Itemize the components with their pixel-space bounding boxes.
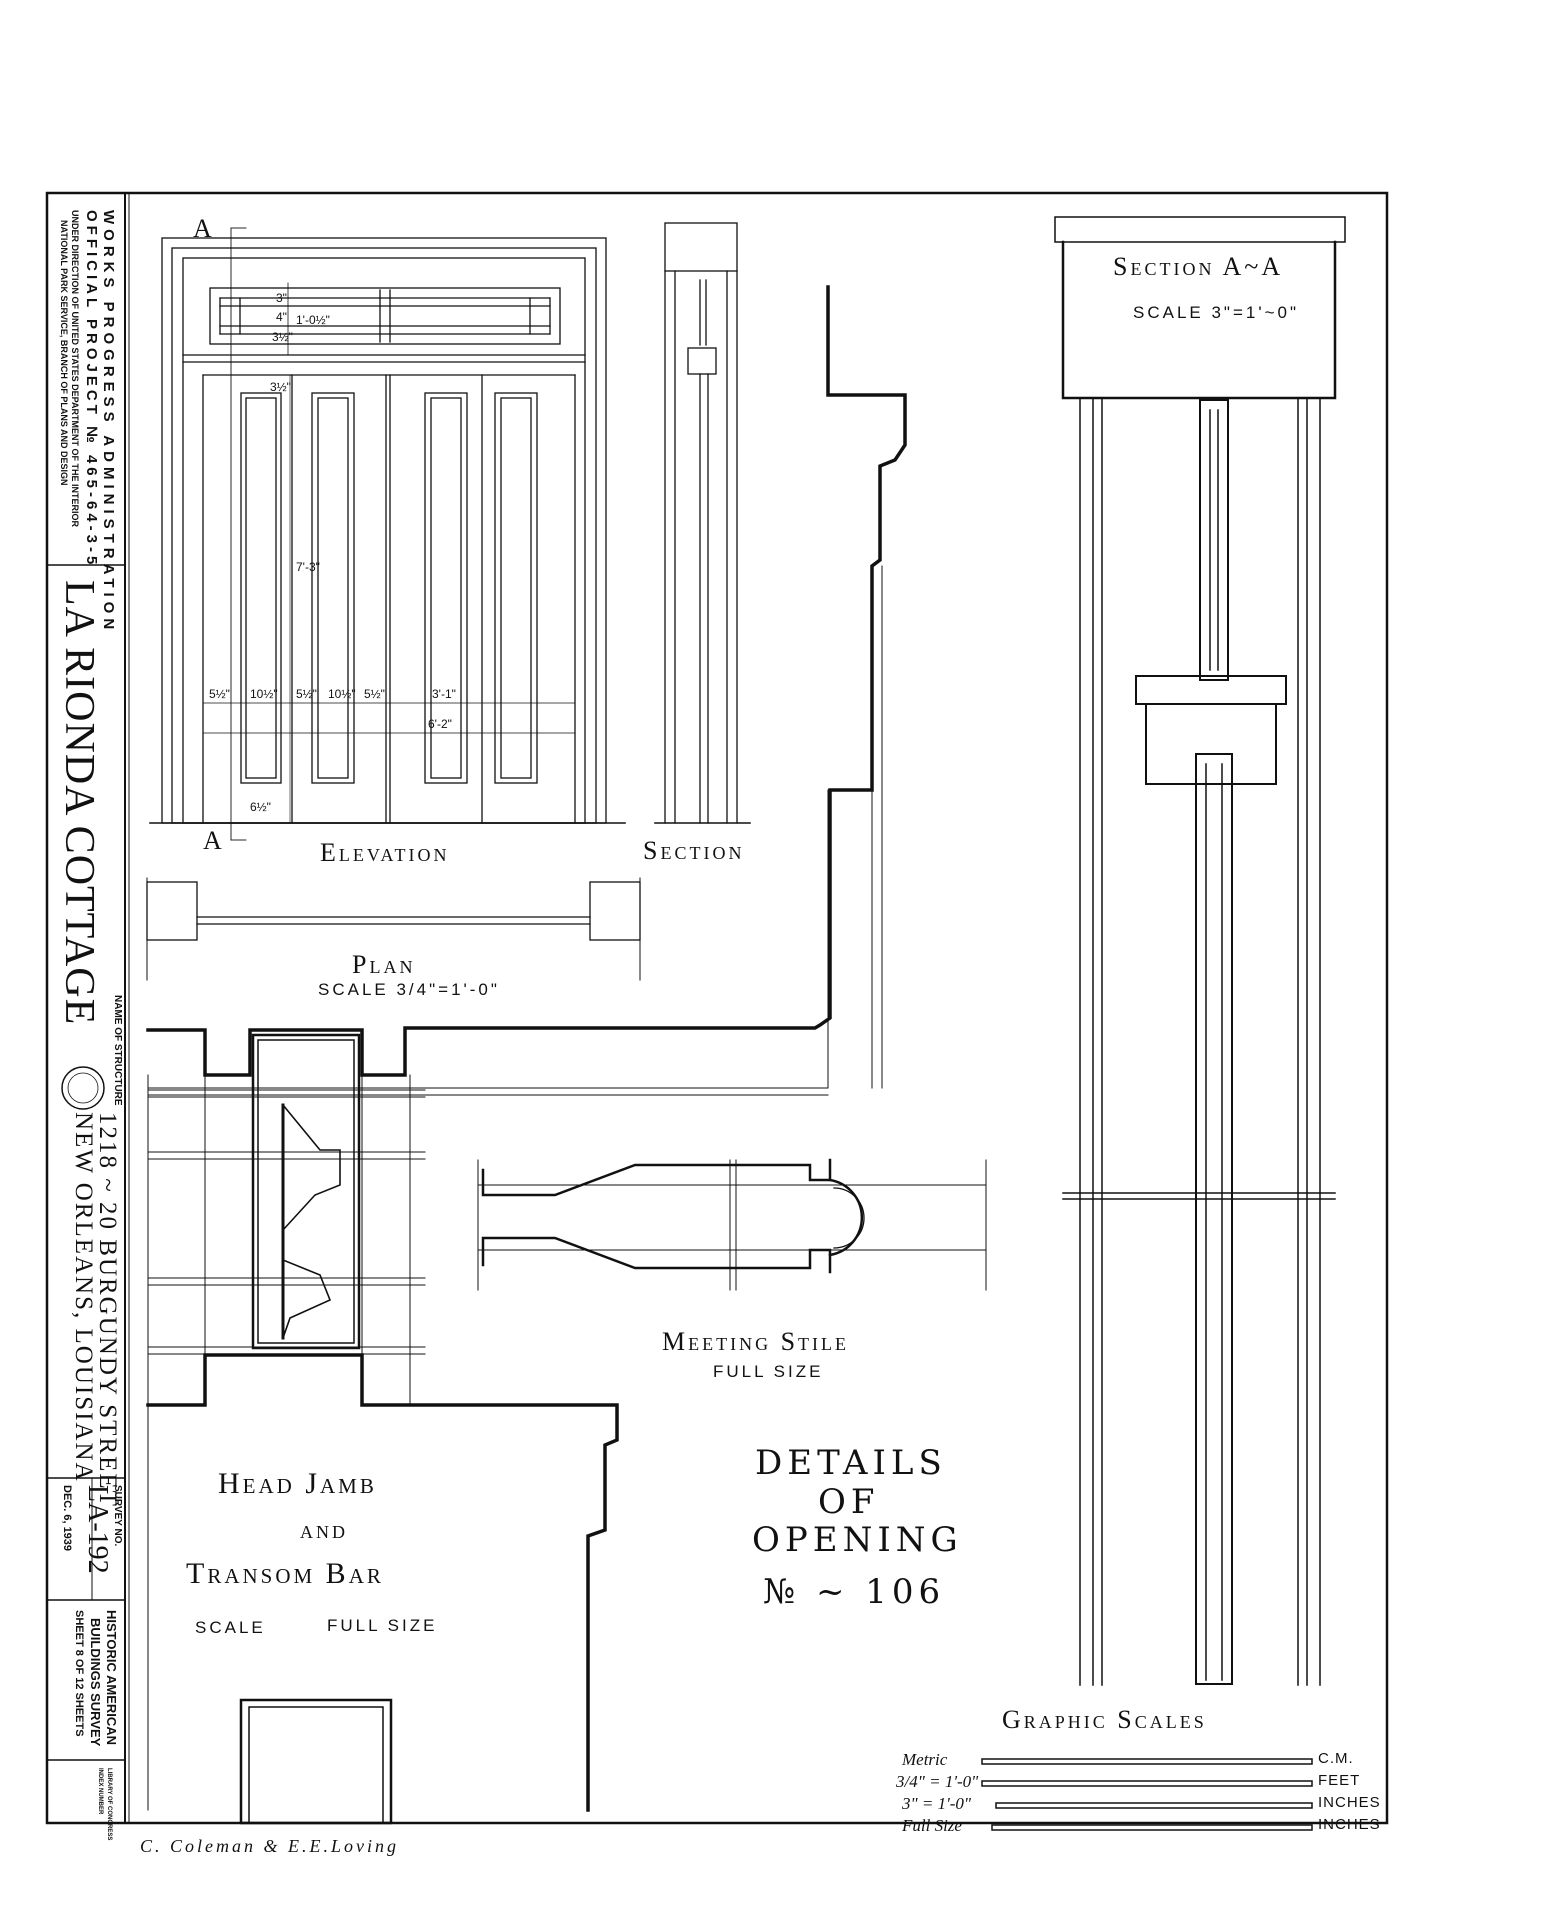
meeting-stile-guides bbox=[477, 1159, 987, 1291]
sheet-title-1: DETAILS bbox=[755, 1443, 947, 1483]
head-jamb-scale-value: FULL SIZE bbox=[327, 1616, 438, 1635]
sheet-title-3: OPENING bbox=[752, 1520, 963, 1560]
head-jamb-hatch-lines bbox=[147, 565, 883, 1811]
dim-bottom-rail: 6½" bbox=[250, 800, 271, 814]
scale-row-feet-label: 3/4" = 1'-0" bbox=[896, 1772, 979, 1791]
meeting-stile-drawing bbox=[481, 1158, 865, 1274]
scale-row-inches-unit: INCHES bbox=[1318, 1794, 1381, 1811]
sheet-border bbox=[45, 191, 1389, 1825]
head-jamb-title-3: Transom Bar bbox=[186, 1557, 384, 1590]
name-of-structure-label: NAME OF STRUCTURE bbox=[112, 995, 123, 1106]
meeting-stile-scale: FULL SIZE bbox=[713, 1362, 824, 1381]
sheet-title-2: OF bbox=[818, 1482, 880, 1522]
agency-line-1: WORKS PROGRESS ADMINISTRATION bbox=[100, 210, 117, 635]
dim-overall-width: 6'-2" bbox=[428, 717, 452, 731]
head-jamb-title-2: and bbox=[300, 1515, 348, 1544]
library-line-1: LIBRARY OF CONGRESS bbox=[106, 1768, 112, 1841]
sheet-info: SHEET 8 OF 12 SHEETS bbox=[73, 1610, 85, 1737]
graphic-scale-bars bbox=[981, 1758, 1313, 1831]
dim-transom-mid: 4" bbox=[276, 310, 287, 324]
scale-row-metric-unit: C.M. bbox=[1318, 1750, 1354, 1767]
scale-row-fullsize-label: Full Size bbox=[902, 1816, 962, 1835]
government-seal-icon bbox=[61, 1066, 105, 1110]
dim-transom-low: 3½" bbox=[272, 330, 293, 344]
draftsmen-signature: C. Coleman & E.E.Loving bbox=[140, 1836, 399, 1856]
meeting-stile-title: Meeting Stile bbox=[662, 1327, 850, 1356]
dim-width-4: 10½" bbox=[328, 687, 356, 701]
dim-transom-top: 3" bbox=[276, 291, 287, 305]
head-jamb-scale-label: SCALE bbox=[195, 1618, 266, 1637]
section-aa-scale: SCALE 3"=1'~0" bbox=[1133, 303, 1300, 322]
dim-width-1: 5½" bbox=[209, 687, 230, 701]
graphic-scales-title: Graphic Scales bbox=[1002, 1705, 1207, 1734]
address-line-1: 1218 ~ 20 BURGUNDY STREET bbox=[94, 1112, 121, 1508]
section-drawing bbox=[654, 222, 751, 824]
head-jamb-title-1: Head Jamb bbox=[218, 1467, 377, 1500]
structure-name: LA RIONDA COTTAGE bbox=[56, 580, 102, 1026]
glass-profile bbox=[281, 1103, 341, 1340]
plan-scale: SCALE 3/4"=1'-0" bbox=[318, 980, 500, 999]
dim-transom-total: 1'-0½" bbox=[296, 313, 330, 327]
plan-drawing bbox=[146, 877, 641, 981]
dim-width-5: 5½" bbox=[364, 687, 385, 701]
library-line-2: INDEX NUMBER bbox=[97, 1768, 103, 1815]
survey-number: LA-192 bbox=[82, 1485, 113, 1574]
survey-date: DEC. 6, 1939 bbox=[61, 1485, 73, 1552]
habs-line-1: HISTORIC AMERICAN bbox=[104, 1610, 119, 1746]
dim-height: 7'-3" bbox=[296, 560, 320, 574]
address-line-2: NEW ORLEANS, LOUISIANA bbox=[70, 1112, 97, 1483]
agency-line-2: OFFICIAL PROJECT № 465-64-3-5 bbox=[83, 210, 100, 569]
scale-row-fullsize-unit: INCHES bbox=[1318, 1816, 1381, 1833]
dim-width-2: 10½" bbox=[250, 687, 278, 701]
section-title: Section bbox=[643, 836, 745, 865]
scale-row-metric-label: Metric bbox=[902, 1750, 948, 1769]
section-aa-title: Section A~A bbox=[1113, 252, 1284, 281]
sheet-title-4: № ~ 106 bbox=[763, 1572, 946, 1612]
scale-row-inches-label: 3" = 1'-0" bbox=[902, 1794, 972, 1813]
dim-width-3: 5½" bbox=[296, 687, 317, 701]
dim-leaf-width: 3'-1" bbox=[432, 687, 456, 701]
plan-title: Plan bbox=[352, 950, 416, 979]
section-marker-top: A bbox=[193, 214, 215, 243]
survey-no-label: SURVEY NO. bbox=[112, 1485, 123, 1547]
scale-row-feet-unit: FEET bbox=[1318, 1772, 1361, 1789]
section-aa-drawing bbox=[1054, 216, 1346, 1686]
head-jamb-profile bbox=[146, 285, 907, 1825]
agency-line-4: NATIONAL PARK SERVICE, BRANCH OF PLANS A… bbox=[59, 220, 69, 486]
elevation-title: Elevation bbox=[320, 838, 450, 867]
dim-rail: 3½" bbox=[270, 380, 291, 394]
section-marker-bottom: A bbox=[203, 826, 225, 855]
agency-line-3: UNDER DIRECTION OF UNITED STATES DEPARTM… bbox=[70, 210, 80, 527]
habs-line-2: BUILDINGS SURVEY bbox=[88, 1618, 103, 1747]
elevation-drawing bbox=[149, 227, 626, 841]
